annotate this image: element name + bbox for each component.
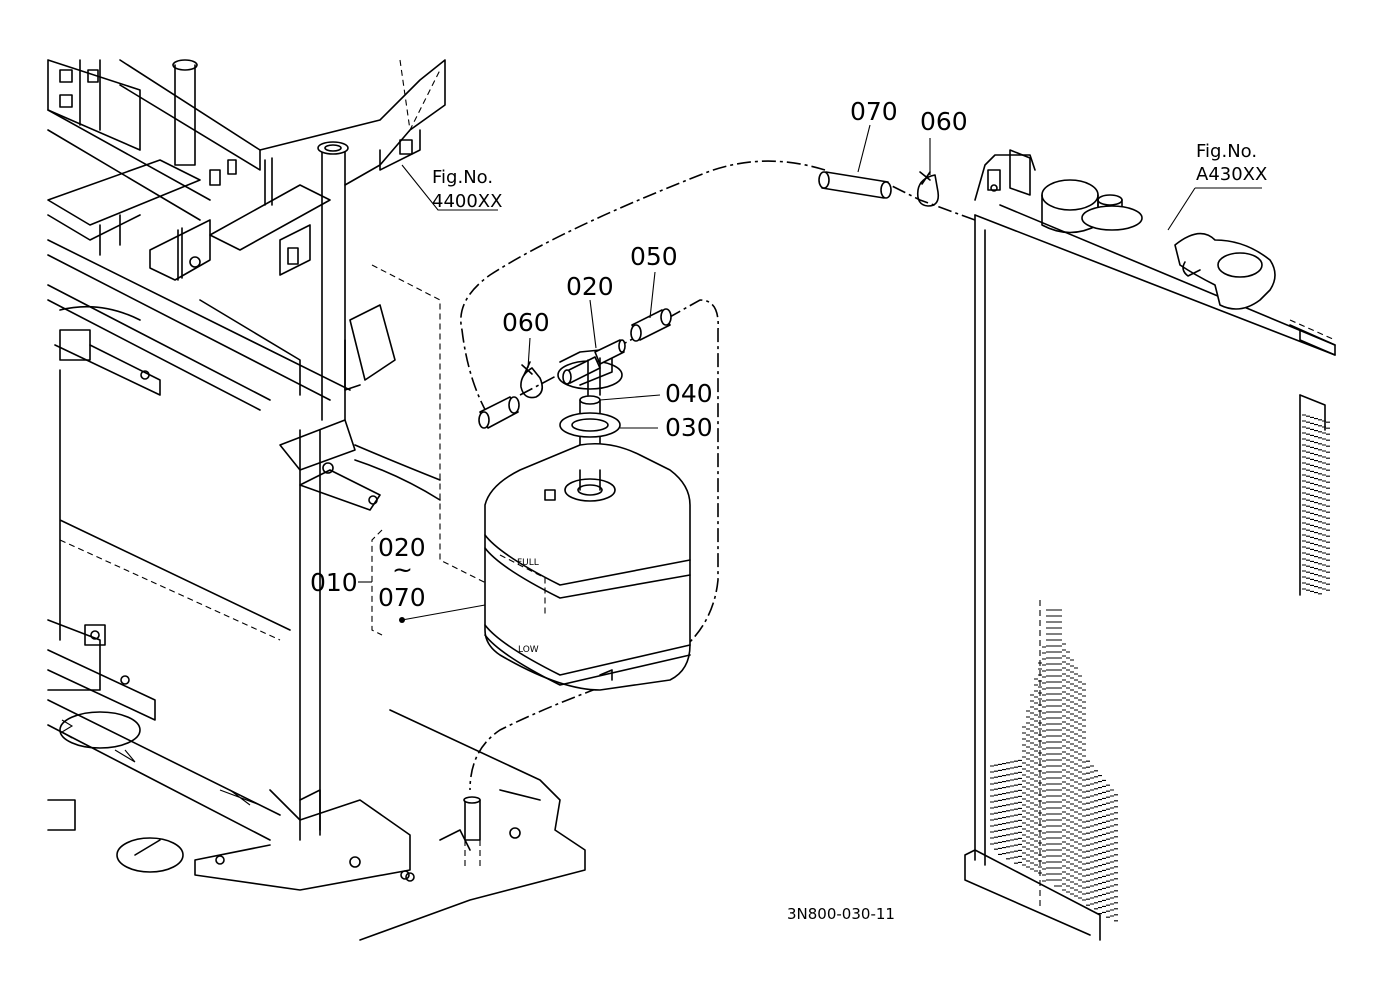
label-060-left: 060 <box>502 308 550 337</box>
part-060-clamp-right <box>916 171 940 207</box>
label-010: 010 <box>310 568 358 597</box>
label-050: 050 <box>630 242 678 271</box>
part-060-clamp-left <box>520 361 544 399</box>
label-range-from: 020 <box>378 533 426 562</box>
label-060-right: 060 <box>920 107 968 136</box>
fig-ref-right-number: A430XX <box>1196 164 1267 185</box>
part-labels: 070 060 050 020 060 040 030 010 020 ~ 07… <box>310 97 1267 923</box>
part-010-reserve-tank: FULL LOW <box>484 442 691 691</box>
leader-lines <box>358 124 1262 636</box>
label-020: 020 <box>566 272 614 301</box>
radiator-core-texture <box>990 414 1330 922</box>
label-070: 070 <box>850 97 898 126</box>
part-left-hose <box>478 396 520 429</box>
part-030-gasket <box>559 412 621 438</box>
fig-ref-left-number: 4400XX <box>432 191 502 212</box>
tank-full-mark: FULL <box>517 558 539 568</box>
label-range-to: 070 <box>378 583 426 612</box>
fig-ref-right-label: Fig.No. <box>1196 141 1257 162</box>
label-040: 040 <box>665 379 713 408</box>
label-range-sep: ~ <box>392 555 413 584</box>
chassis-frame <box>47 59 586 941</box>
diagram-code: 3N800-030-11 <box>787 905 895 923</box>
radiator <box>964 149 1336 941</box>
part-020-cap <box>557 339 626 396</box>
part-050-hose <box>630 308 672 342</box>
label-030: 030 <box>665 413 713 442</box>
tank-low-mark: LOW <box>518 645 539 655</box>
fig-ref-left-label: Fig.No. <box>432 167 493 188</box>
part-070-hose-piece <box>818 171 892 199</box>
